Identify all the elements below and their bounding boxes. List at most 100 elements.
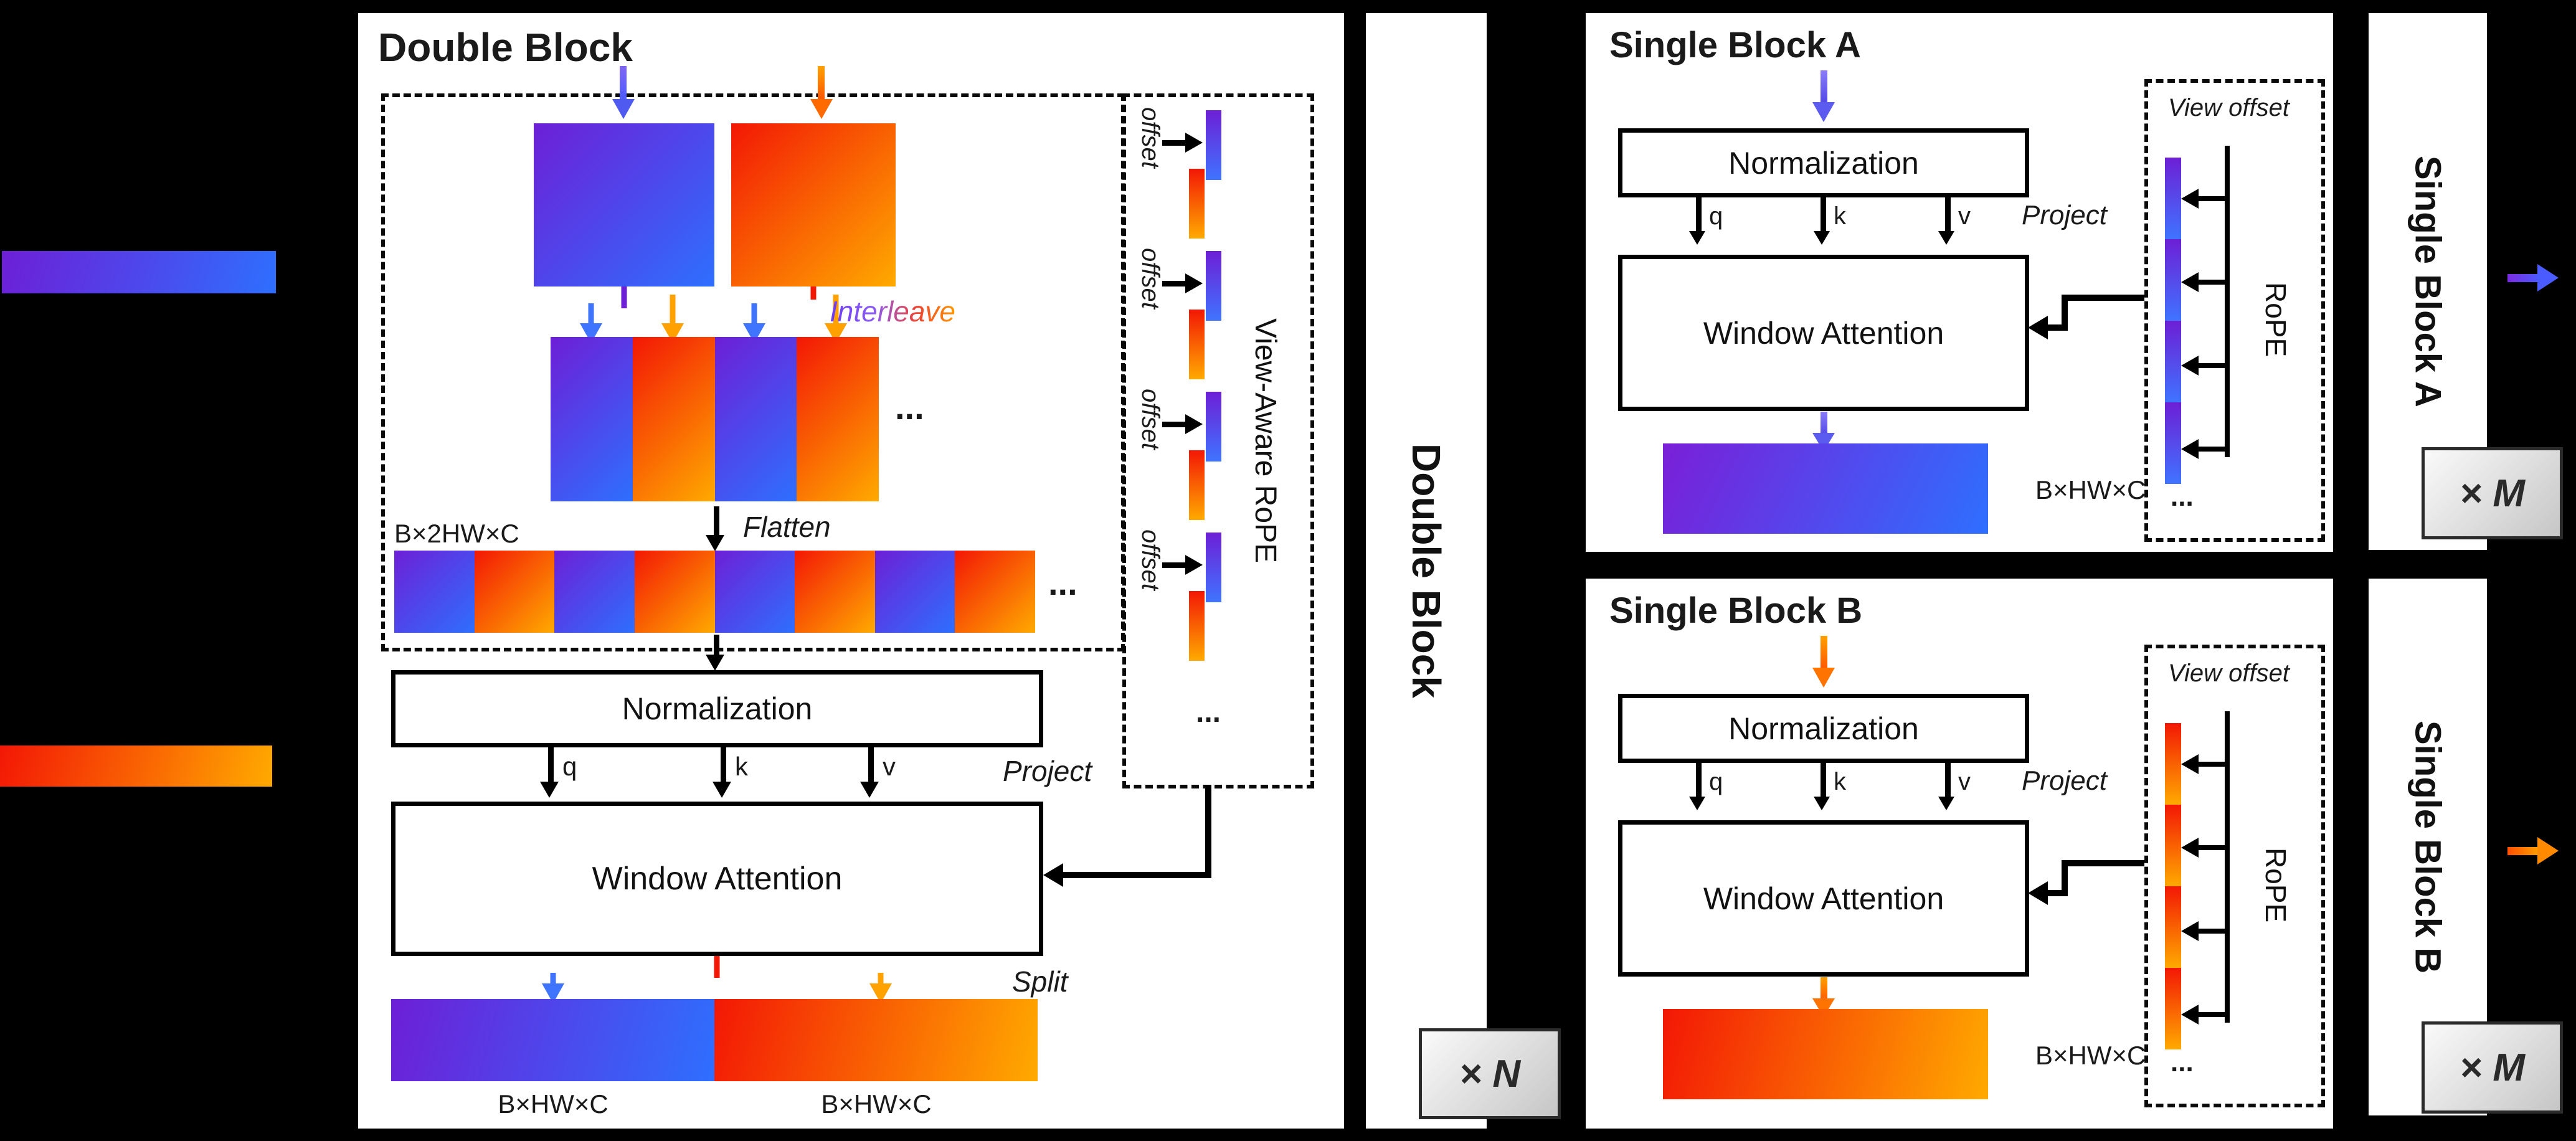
offset-arrow-head-icon bbox=[2181, 1005, 2199, 1025]
single-block-b-rail-title: Single Block B bbox=[2407, 720, 2448, 974]
rope-bar-a-icon bbox=[1206, 392, 1221, 462]
offset-arrow-head-icon bbox=[2181, 921, 2199, 941]
rope-connector-horizontal bbox=[2062, 860, 2144, 866]
view-offset-panel: View offset RoPE ... bbox=[2144, 645, 2325, 1107]
out-arrow-icon bbox=[1821, 412, 1827, 437]
out-bar-a bbox=[1663, 443, 1988, 534]
input-arrow-b-icon bbox=[818, 66, 825, 101]
token-a-icon bbox=[554, 551, 635, 633]
q-arrow-head-icon bbox=[1689, 797, 1705, 810]
q-arrow-icon bbox=[1696, 197, 1702, 234]
offset-arrow-head-icon bbox=[1185, 414, 1203, 434]
v-label: v bbox=[883, 752, 896, 781]
rope-connector-horizontal bbox=[2062, 295, 2144, 301]
to-norm-arrow-head-icon bbox=[706, 655, 724, 671]
k-arrow-head-icon bbox=[1814, 797, 1830, 810]
v-arrow-icon bbox=[1945, 763, 1951, 799]
interleave-label: Interleave bbox=[830, 295, 956, 328]
offset-arrow-head-icon bbox=[2181, 754, 2199, 774]
offset-label: offset bbox=[1137, 248, 1164, 309]
offset-ellipsis: ... bbox=[2171, 481, 2194, 512]
normalization-label: Normalization bbox=[622, 691, 813, 726]
row-ellipsis: ... bbox=[1048, 563, 1077, 602]
input-arrow-a-head-icon bbox=[612, 99, 635, 119]
view-b-square bbox=[731, 123, 896, 286]
grid-ellipsis: ... bbox=[895, 387, 924, 427]
double-block-panel: Double Block bbox=[358, 13, 1344, 1129]
repeat-n-badge: × N bbox=[1419, 1028, 1561, 1119]
token-b-icon bbox=[955, 551, 1035, 633]
k-arrow-head-icon bbox=[1814, 231, 1830, 245]
window-attention-box: Window Attention bbox=[1618, 255, 2029, 411]
input-arrow-a-icon bbox=[620, 66, 627, 101]
view-aware-rope-label: View-Aware RoPE bbox=[1248, 97, 1282, 785]
offset-arrow-head-icon bbox=[2181, 272, 2199, 292]
rope-ellipsis: ... bbox=[1196, 696, 1221, 729]
window-attention-label: Window Attention bbox=[1703, 315, 1944, 351]
v-arrow-icon bbox=[1945, 197, 1951, 234]
shape-in-label: B×2HW×C bbox=[394, 519, 519, 548]
out-shape-label: B×HW×C bbox=[2035, 1041, 2146, 1070]
offset-label: offset bbox=[1137, 107, 1164, 168]
out-bar-a bbox=[391, 999, 714, 1081]
view-offset-title: View offset bbox=[2168, 94, 2290, 121]
offset-arrow-head-icon bbox=[2181, 439, 2199, 459]
offset-arrow-icon bbox=[2197, 280, 2227, 285]
k-label: k bbox=[1834, 768, 1846, 795]
offset-seg-icon bbox=[2165, 723, 2181, 805]
single-block-b-title: Single Block B bbox=[1609, 590, 1863, 631]
offset-arrow-icon bbox=[1162, 562, 1187, 568]
offset-seg-icon bbox=[2165, 886, 2181, 968]
k-label: k bbox=[735, 752, 748, 781]
offset-label: offset bbox=[1137, 529, 1164, 590]
q-label: q bbox=[562, 752, 577, 781]
q-arrow-head-icon bbox=[540, 782, 559, 798]
rope-bar-a-icon bbox=[1206, 533, 1221, 602]
rope-bar-b-icon bbox=[1189, 450, 1205, 520]
view-aware-rope-panel: offset offset offset offset ... View-Awa… bbox=[1122, 93, 1314, 788]
input-arrow-b-head-icon bbox=[1812, 668, 1835, 688]
rope-bar-b-icon bbox=[1189, 310, 1205, 379]
window-attention-box: Window Attention bbox=[391, 802, 1043, 956]
single-block-a-rail-title: Single Block A bbox=[2407, 156, 2448, 407]
offset-arrow-icon bbox=[1162, 422, 1187, 427]
k-arrow-icon bbox=[1821, 197, 1826, 234]
out-arrow-icon bbox=[1821, 977, 1827, 1002]
offset-arrow-head-icon bbox=[1185, 133, 1203, 153]
token-a-icon bbox=[394, 551, 475, 633]
view-offset-panel: View offset RoPE ... bbox=[2144, 79, 2325, 542]
q-label: q bbox=[1709, 768, 1723, 795]
flatten-label: Flatten bbox=[743, 511, 831, 543]
rope-connector-head-icon bbox=[1043, 863, 1063, 887]
q-arrow-icon bbox=[548, 747, 554, 784]
rope-label: RoPE bbox=[2259, 711, 2293, 1059]
k-label: k bbox=[1834, 202, 1846, 230]
offset-arrow-head-icon bbox=[2181, 356, 2199, 376]
single-block-a-panel: Single Block A Normalization q k v Proje… bbox=[1586, 13, 2333, 552]
offset-arrow-head-icon bbox=[2181, 189, 2199, 209]
input-arrow-a-head-icon bbox=[1812, 102, 1835, 122]
rope-connector-head-icon bbox=[2028, 881, 2048, 905]
repeat-m-text: × M bbox=[2459, 471, 2526, 515]
offset-arrow-icon bbox=[2197, 845, 2227, 850]
offset-arrow-icon bbox=[2197, 929, 2227, 934]
rail-a-arrow-head-icon bbox=[2537, 264, 2559, 291]
rail-b-arrow-head-icon bbox=[2537, 837, 2559, 864]
window-attention-label: Window Attention bbox=[592, 861, 843, 897]
offset-arrow-icon bbox=[2197, 1012, 2227, 1017]
rope-bar-b-icon bbox=[1189, 169, 1205, 239]
offset-arrow-icon bbox=[2197, 363, 2227, 368]
rail-b-arrow-icon bbox=[2507, 847, 2540, 855]
q-label: q bbox=[1709, 202, 1723, 230]
token-a-icon bbox=[874, 551, 955, 633]
offset-seg-icon bbox=[2165, 402, 2181, 484]
stripe-a-icon bbox=[551, 337, 633, 501]
offset-seg-icon bbox=[2165, 239, 2181, 321]
rope-text: RoPE bbox=[2260, 282, 2292, 357]
flattened-row bbox=[394, 551, 1035, 633]
offset-arrow-head-icon bbox=[1185, 555, 1203, 575]
normalization-box: Normalization bbox=[1618, 694, 2029, 763]
rope-bar-a-icon bbox=[1206, 251, 1221, 321]
offset-arrow-icon bbox=[1162, 140, 1187, 146]
offset-label: offset bbox=[1137, 389, 1164, 450]
